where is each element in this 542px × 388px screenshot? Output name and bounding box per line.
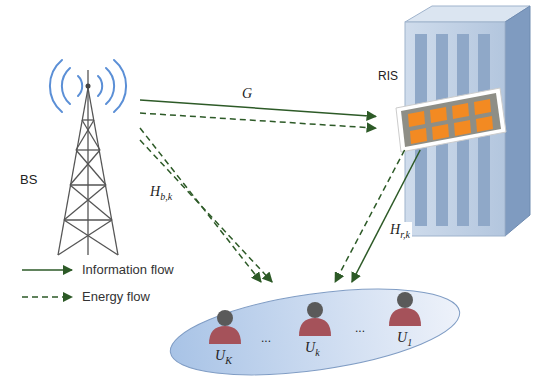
user-icon <box>299 302 331 336</box>
information-flow <box>140 100 376 116</box>
channel-label: G <box>240 86 254 102</box>
legend-sample <box>22 296 72 298</box>
legend-sample <box>22 269 72 271</box>
user-group: UK... Uk... U1 <box>165 282 465 382</box>
building <box>405 6 530 236</box>
bs-tower <box>58 70 118 255</box>
channel-label: Hr,k <box>388 222 412 240</box>
ris-node: RIS <box>376 66 506 150</box>
energy-flow <box>335 150 405 282</box>
user-label: Uk <box>305 340 320 358</box>
node-label: ... <box>261 332 271 345</box>
user-icon <box>209 310 241 344</box>
legend-text: Information flow <box>82 262 174 277</box>
antenna-tip <box>86 84 91 89</box>
user-label: UK <box>215 348 232 366</box>
information-flow <box>352 150 420 282</box>
base-station: BS <box>18 55 140 255</box>
energy-flow <box>140 140 272 282</box>
node-label: RIS <box>378 70 398 83</box>
legend-text: Energy flow <box>82 289 150 304</box>
ris-panel <box>396 88 506 152</box>
node-label: BS <box>20 173 37 187</box>
user-icon <box>389 292 421 326</box>
node-label: ... <box>355 322 365 335</box>
energy-flow <box>140 128 261 282</box>
energy-flow <box>140 113 376 128</box>
user-label: U1 <box>397 330 412 348</box>
group-ellipse <box>165 282 465 382</box>
signal-waves <box>50 60 126 112</box>
channel-label: Hb,k <box>148 184 174 202</box>
